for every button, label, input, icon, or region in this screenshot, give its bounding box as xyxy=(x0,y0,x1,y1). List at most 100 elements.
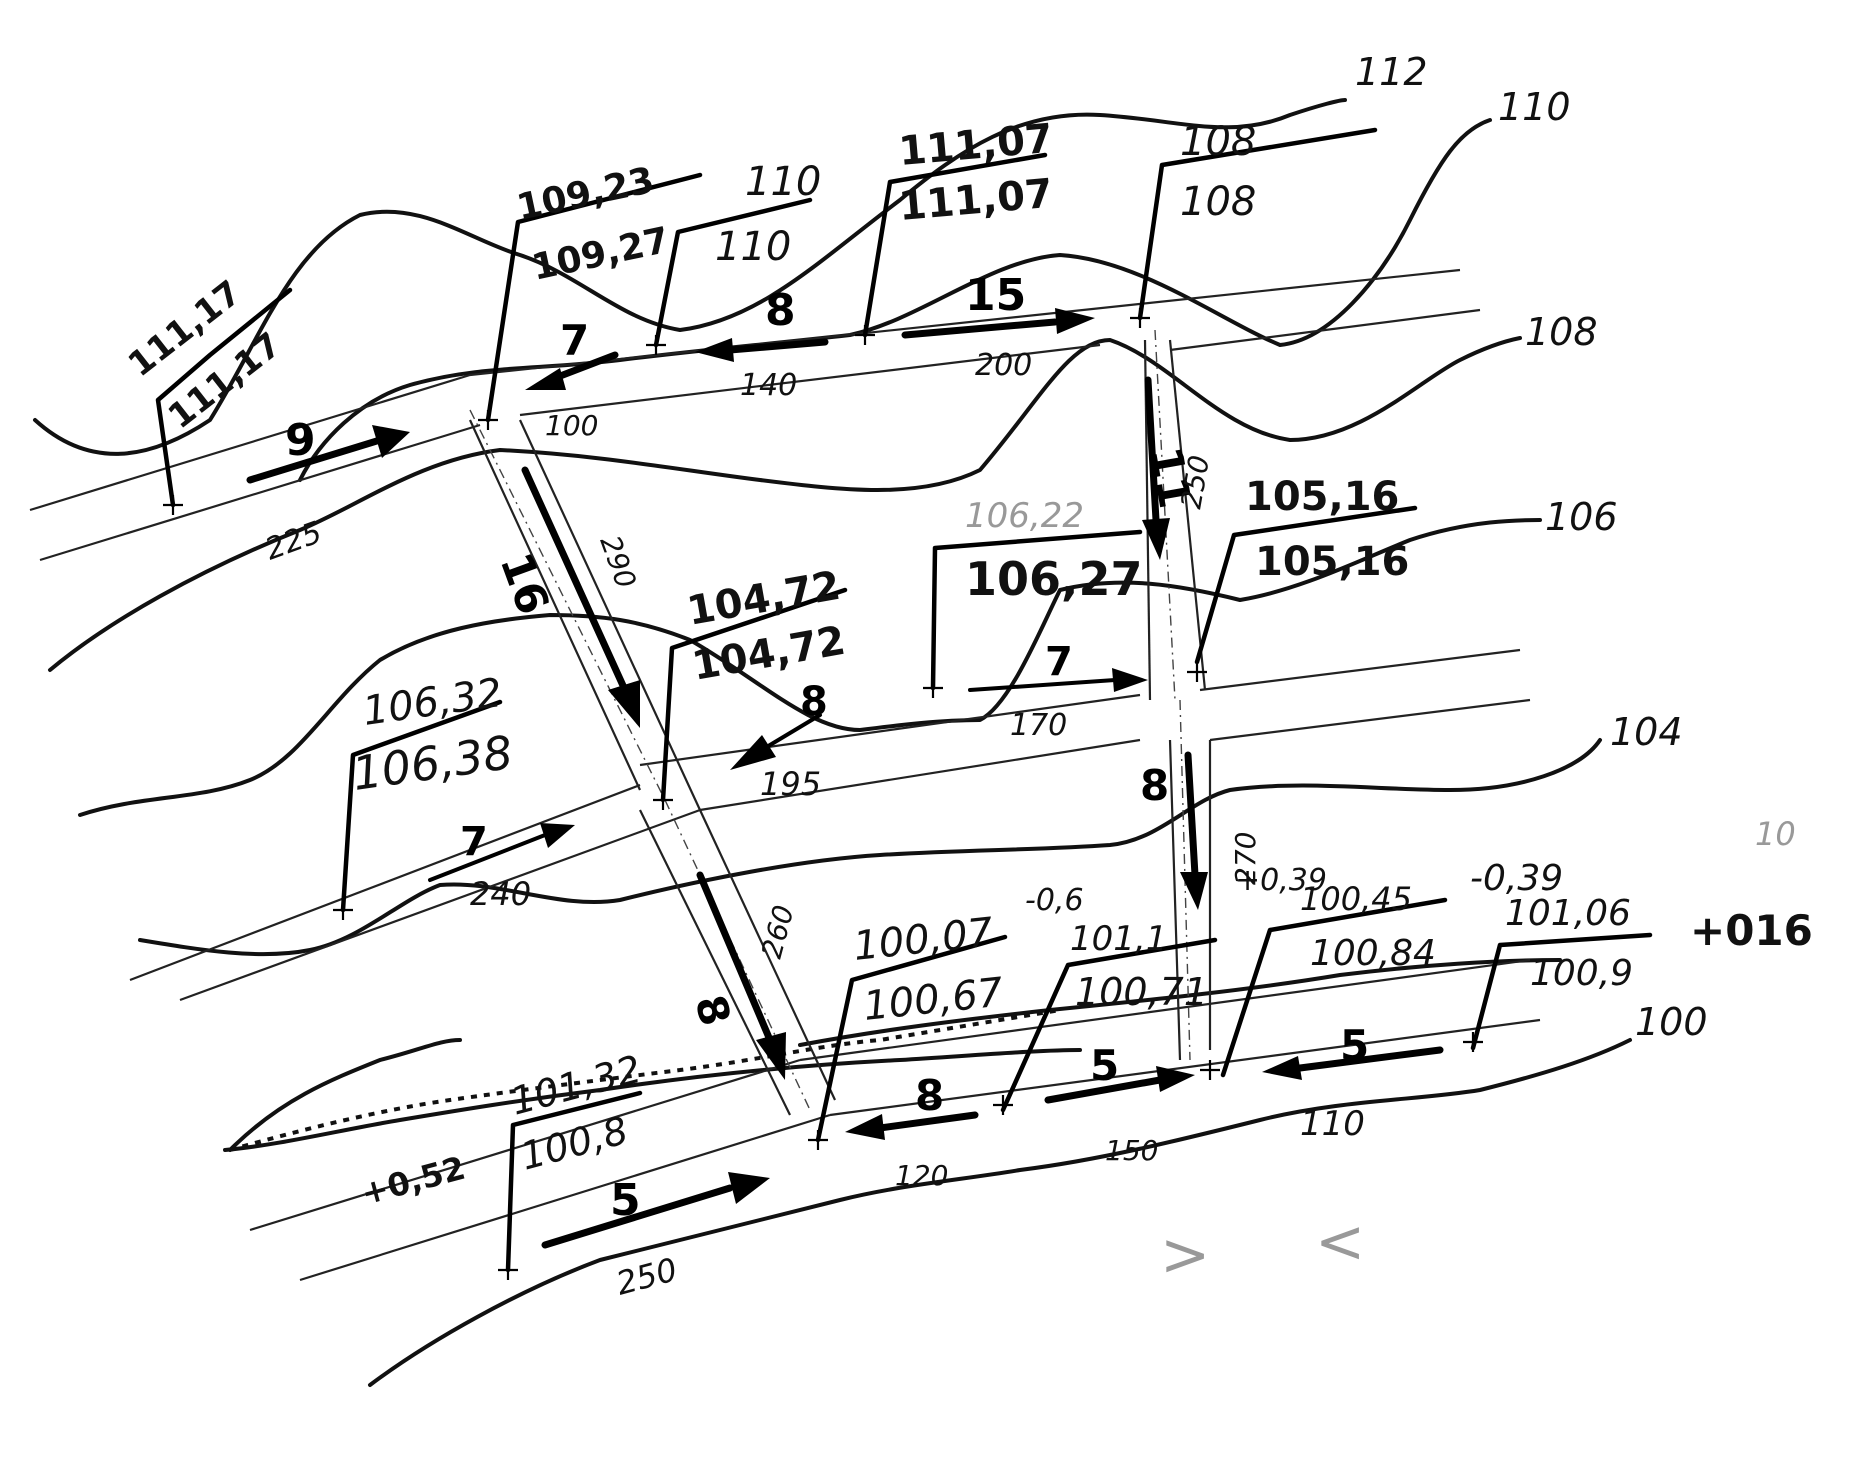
node-cross xyxy=(1200,1060,1220,1080)
street-edge xyxy=(469,268,1461,377)
node-n14-work-mark: +016 xyxy=(1690,906,1813,955)
node-n5-black-elev: 108 xyxy=(1180,119,1256,165)
segment-s10-length: 270 xyxy=(1229,832,1262,885)
arrowhead xyxy=(1262,1056,1302,1080)
slope-arrow-s5 xyxy=(521,466,629,694)
leader-n12 xyxy=(1000,937,1218,1113)
street-axis xyxy=(1154,329,1176,701)
node-n8-red-elev: 106,38 xyxy=(349,725,516,801)
contour-100 xyxy=(368,1038,1632,1387)
street-axis xyxy=(469,409,666,801)
slope-arrow-s15 xyxy=(1296,1046,1444,1072)
slope-arrow-s12 xyxy=(541,1184,734,1249)
slope-arrow-s13 xyxy=(876,1111,979,1132)
segment-s15-slope: 5 xyxy=(1340,1021,1369,1070)
segment-s11-slope: 8 xyxy=(685,990,740,1031)
segment-s8-slope: 8 xyxy=(800,679,828,725)
segment-s9-length: 170 xyxy=(1010,708,1067,743)
segment-s5-slope: 16 xyxy=(490,546,559,621)
slope-arrow-s1 xyxy=(246,436,384,484)
slope-arrow-s14 xyxy=(1044,1076,1164,1104)
slope-arrow-s9 xyxy=(968,678,1117,692)
segment-s14-length: 150 xyxy=(1105,1134,1158,1167)
node-n6-black-elev: 106,22 xyxy=(965,496,1084,536)
node-cross xyxy=(333,900,353,920)
node-cross xyxy=(1130,308,1150,328)
greater-than-mark: > xyxy=(1160,1220,1210,1290)
arrowhead xyxy=(845,1114,885,1140)
node-n13-work-mark: -0,39 xyxy=(1470,858,1563,899)
arrowhead xyxy=(1180,872,1208,910)
street-edge xyxy=(249,1058,801,1232)
arrowhead xyxy=(372,425,410,458)
segment-s3-slope: 8 xyxy=(765,285,796,336)
leader-n14 xyxy=(1470,932,1653,1051)
street-edge xyxy=(1168,739,1182,1061)
slope-arrow-s3 xyxy=(726,338,829,354)
segment-s1-length: 225 xyxy=(261,515,327,567)
segment-s12-slope: 5 xyxy=(610,1175,641,1226)
street-edge xyxy=(699,809,836,1101)
node-cross xyxy=(478,410,498,430)
node-n11-black-elev: 100,07 xyxy=(851,910,996,970)
leader-n11 xyxy=(815,934,1008,1143)
node-cross xyxy=(498,1260,518,1280)
leader-n1 xyxy=(155,287,293,508)
node-n10-work-mark: +0,52 xyxy=(357,1149,469,1213)
slope-arrows xyxy=(246,308,1444,1249)
contour-label-106: 106 xyxy=(1545,495,1618,539)
street-edge xyxy=(1169,308,1481,352)
segment-s2-slope: 7 xyxy=(560,316,589,365)
segment-s4-length: 200 xyxy=(975,348,1032,383)
leader-n10 xyxy=(505,1090,643,1273)
node-n4-black-elev: 111,07 xyxy=(897,116,1055,175)
arrowhead xyxy=(525,368,566,390)
node-n12-work-mark: +0,39 xyxy=(1235,863,1327,898)
arrowhead xyxy=(540,823,575,848)
segment-s10-slope: 8 xyxy=(1140,761,1169,810)
node-n4-red-elev: 111,07 xyxy=(897,171,1055,230)
street-edge xyxy=(639,809,791,1116)
street-edge xyxy=(699,738,1141,812)
leader-n2 xyxy=(485,172,703,423)
node-n14-black-elev: 101,06 xyxy=(1505,893,1631,934)
node-n5-red-elev: 108 xyxy=(1180,179,1256,225)
street-edge xyxy=(1168,339,1207,691)
contour-label-112: 112 xyxy=(1355,50,1428,94)
arrowhead xyxy=(608,680,640,728)
node-cross xyxy=(1187,662,1207,682)
segment-s1-slope: 9 xyxy=(285,415,316,466)
node-n13-red-elev: 100,84 xyxy=(1310,933,1436,974)
segment-s7-length: 240 xyxy=(470,875,531,913)
node-cross xyxy=(855,325,875,345)
segment-s6-slope: 11 xyxy=(1139,443,1200,512)
node-n12-black-elev: 101,1 xyxy=(1070,919,1167,959)
street-edges xyxy=(29,268,1541,1282)
segment-s12-length: 250 xyxy=(612,1250,681,1303)
node-cross xyxy=(808,1130,828,1150)
node-n12-red-elev: 100,71 xyxy=(1075,970,1208,1014)
contour-label-108: 108 xyxy=(1525,310,1598,354)
segment-s9-slope: 7 xyxy=(1045,639,1073,685)
leader-n4 xyxy=(862,152,1048,338)
arrowhead xyxy=(1142,518,1170,560)
leader-n5 xyxy=(1137,127,1378,321)
leader-n3 xyxy=(653,197,813,348)
segment-s15-length: 110 xyxy=(1300,1104,1365,1144)
contour-label-faint: 10 xyxy=(1755,815,1796,853)
street-edge xyxy=(179,808,701,1002)
arrowhead xyxy=(1156,1066,1195,1092)
segment-s2-length: 100 xyxy=(545,409,598,442)
segment-s8-length: 195 xyxy=(760,765,821,803)
node-n10-black-elev: 101,32 xyxy=(506,1047,646,1124)
slope-arrow-s4 xyxy=(901,318,1059,339)
street-edge xyxy=(469,419,641,791)
segment-s13-slope: 8 xyxy=(915,1071,944,1120)
node-n2-black-elev: 109,23 xyxy=(513,160,657,229)
stray-marks: > < xyxy=(1160,1207,1365,1290)
street-edge xyxy=(39,423,481,562)
leader-n8 xyxy=(340,699,503,913)
contour-labels: 112 110 108 106 104 100 10 xyxy=(1355,50,1796,1044)
node-leaders xyxy=(155,127,1653,1273)
